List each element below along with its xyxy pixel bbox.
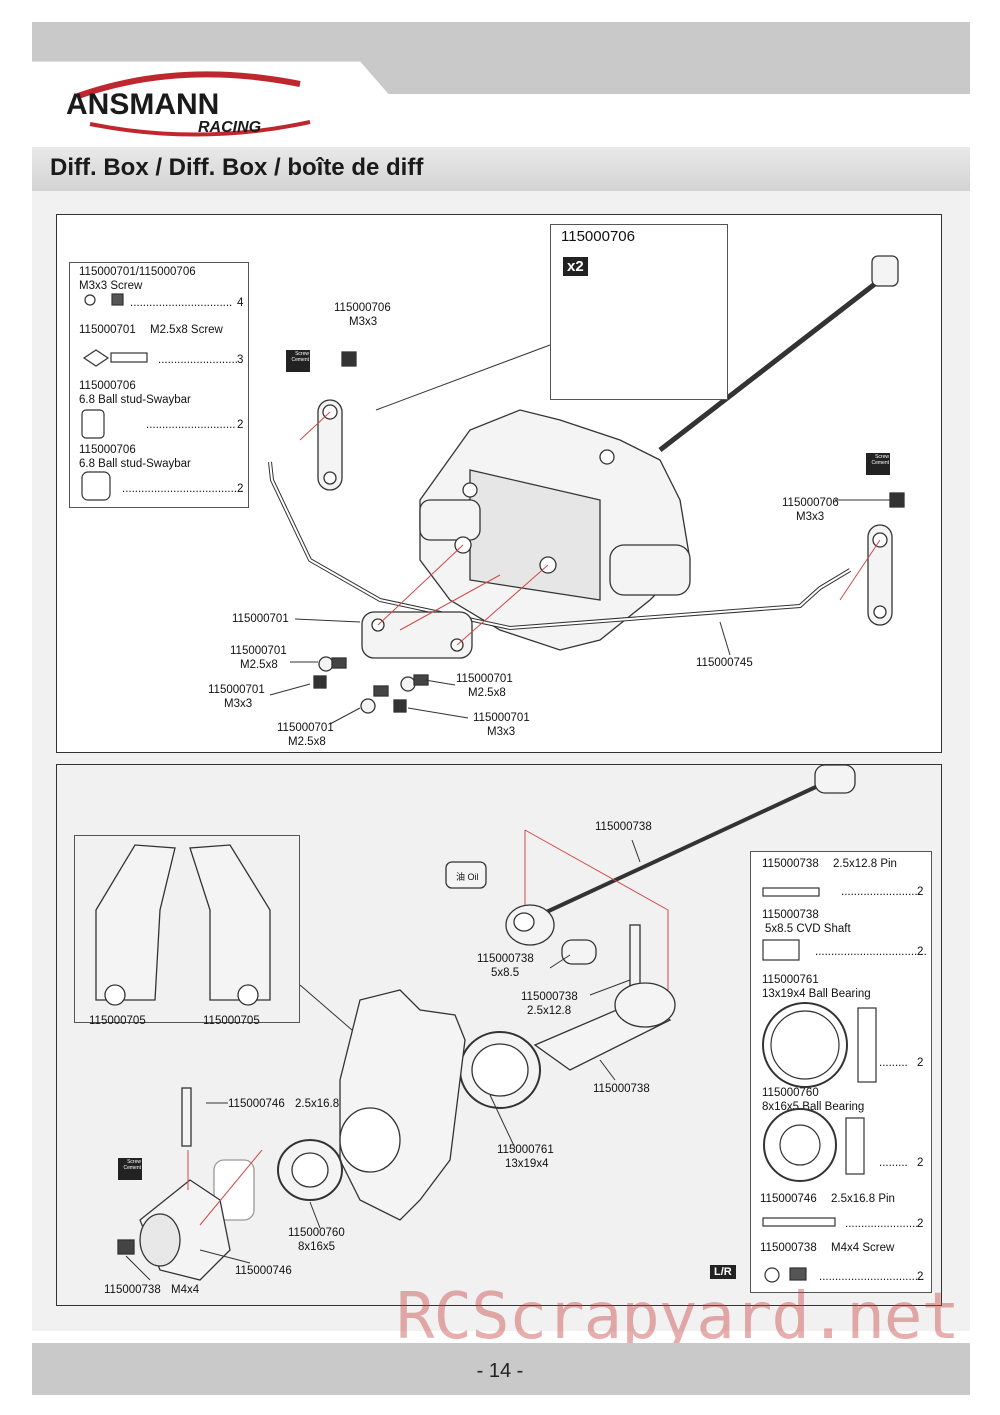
inset-qty-badge: x2 — [563, 257, 588, 276]
parts-list-qty: 2 — [917, 1057, 924, 1069]
callout-desc: M2.5x8 — [288, 736, 326, 748]
callout-part: 115000701 — [277, 722, 334, 734]
dotted-leader: ......... — [879, 1057, 908, 1069]
parts-list-qty: 4 — [237, 297, 244, 309]
parts-list-name: 115000706 — [79, 444, 136, 456]
dotted-leader: ......................... — [158, 354, 238, 366]
callout-part: 115000701 — [208, 684, 265, 696]
dotted-leader: ...................................... — [122, 483, 244, 495]
parts-list-desc: 8x16x5 Ball Bearing — [762, 1101, 865, 1113]
left-right-mark: L/R — [710, 1265, 736, 1279]
parts-list-qty: 2 — [917, 1271, 924, 1283]
callout-desc: 5x8.5 — [491, 967, 520, 979]
callout-part: 115000706 — [782, 497, 839, 509]
parts-list-desc: 6.8 Ball stud-Swaybar — [79, 394, 191, 406]
callout-part: 115000761 — [497, 1144, 554, 1156]
oil-bottle-label: 油 Oil — [456, 872, 479, 882]
callout-part: 115000738 — [521, 991, 578, 1003]
parts-list-qty: 2 — [917, 1157, 924, 1169]
dotted-leader: ......... — [879, 1157, 908, 1169]
parts-list-name: 115000761 — [762, 974, 819, 986]
dotted-leader: ......................... — [841, 886, 921, 898]
parts-list-desc: 6.8 Ball stud-Swaybar — [79, 458, 191, 470]
dotted-leader: ................................... — [815, 946, 927, 958]
callout-desc: M2.5x8 — [468, 687, 506, 699]
callout-desc: 2.5x16.8 — [295, 1098, 340, 1110]
inset-ball-stud: 115000706 x2 — [550, 224, 728, 400]
parts-list-top: 115000701/115000706 M3x3 Screw .........… — [69, 262, 249, 508]
brand-sub-text: RACING — [198, 119, 261, 136]
footer-band — [32, 1343, 970, 1395]
parts-list-name: 115000738 — [762, 909, 819, 921]
parts-list-name: 115000706 — [79, 380, 136, 392]
inset-label: 115000705 — [203, 1015, 260, 1027]
page-number: - 14 - — [476, 1360, 524, 1382]
callout-part: 115000760 — [288, 1227, 345, 1239]
inset-part-number: 115000706 — [561, 228, 635, 245]
parts-list-desc: M2.5x8 Screw — [150, 324, 223, 336]
callout-desc: 8x16x5 — [298, 1241, 336, 1253]
dotted-leader: ............................ — [146, 419, 236, 431]
callout-desc: M4x4 — [171, 1284, 200, 1296]
brand-text: ANSMANN — [66, 88, 219, 121]
parts-list-qty: 2 — [237, 419, 244, 431]
parts-list-desc: 5x8.5 CVD Shaft — [765, 923, 851, 935]
screw-cement-icon: Screw Cement — [286, 350, 310, 372]
parts-list-desc: 13x19x4 Ball Bearing — [762, 988, 871, 1000]
screw-cement-icon: Screw Cement — [118, 1158, 142, 1180]
parts-list-name: 115000701 — [79, 324, 136, 336]
callout-part: 115000701 — [230, 645, 287, 657]
parts-list-desc: M4x4 Screw — [831, 1242, 895, 1254]
parts-list-qty: 2 — [917, 1218, 924, 1230]
callout-desc: M3x3 — [224, 698, 253, 710]
callout-desc: 2.5x12.8 — [527, 1005, 572, 1017]
parts-list-qty: 2 — [237, 483, 244, 495]
callout-desc: M2.5x8 — [240, 659, 278, 671]
parts-list-bottom: 115000738 2.5x12.8 Pin .................… — [750, 851, 932, 1293]
watermark: RCScrapyard.net — [396, 1280, 960, 1354]
callout-part: 115000738 — [104, 1284, 161, 1296]
parts-list-name: 115000738 — [762, 858, 819, 870]
callout-part: 115000706 — [334, 302, 391, 314]
callout-desc: M3x3 — [349, 316, 378, 328]
callout-part: 115000701 — [456, 673, 513, 685]
parts-list-desc: 2.5x16.8 Pin — [831, 1193, 895, 1205]
dotted-leader: ................................. — [819, 1271, 925, 1283]
parts-list-name: 115000746 — [760, 1193, 817, 1205]
callout-desc: M3x3 — [487, 726, 516, 738]
parts-list-qty: 2 — [917, 886, 924, 898]
inset-hub-carriers: 115000705 115000705 — [74, 835, 300, 1027]
callout-part: 115000738 — [593, 1083, 650, 1095]
ansmann-racing-logo: ANSMANN RACING — [66, 71, 311, 137]
callout-part: 115000745 — [696, 657, 753, 669]
callout-part: 115000701 — [473, 712, 530, 724]
callout-part: 115000738 — [477, 953, 534, 965]
callout-desc: M3x3 — [796, 511, 825, 523]
parts-list-desc: M3x3 Screw — [79, 280, 143, 292]
parts-list-name: 115000760 — [762, 1087, 819, 1099]
dotted-leader: ................................ — [130, 297, 233, 309]
callout-desc: 13x19x4 — [505, 1158, 549, 1170]
inset-label: 115000705 — [89, 1015, 146, 1027]
parts-list-name: 115000701/115000706 — [79, 266, 196, 278]
parts-list-qty: 2 — [917, 946, 924, 958]
screw-cement-icon: Screw Cement — [866, 453, 890, 475]
parts-list-name: 115000738 — [760, 1242, 817, 1254]
callout-part: 115000746 — [228, 1098, 285, 1110]
parts-list-qty: 3 — [237, 354, 244, 366]
callout-part: 115000701 — [232, 613, 289, 625]
parts-list-desc: 2.5x12.8 Pin — [833, 858, 897, 870]
dotted-leader: ....................... — [845, 1218, 919, 1230]
callout-part: 115000738 — [595, 821, 652, 833]
rear-hub-assembly-panel — [56, 764, 942, 1306]
callout-part: 115000746 — [235, 1265, 292, 1277]
page-title: Diff. Box / Diff. Box / boîte de diff — [50, 154, 424, 181]
